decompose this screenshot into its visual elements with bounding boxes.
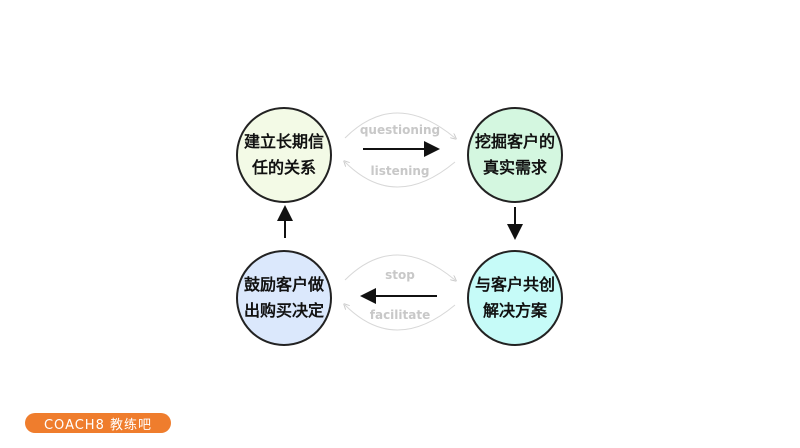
- node-text: 与客户共创: [474, 275, 555, 294]
- node-text: 解决方案: [482, 301, 547, 320]
- label-stop: stop: [385, 268, 415, 282]
- node-text: 真实需求: [482, 158, 547, 177]
- coach8-logo: COACH8 教练吧: [25, 413, 171, 433]
- arc-bottom-upper: [344, 254, 455, 280]
- node-text: 任的关系: [251, 158, 316, 177]
- node-text: 挖掘客户的: [474, 132, 555, 151]
- node-co-create-solution: 与客户共创 解决方案: [467, 250, 563, 346]
- node-text: 鼓励客户做: [243, 275, 324, 294]
- label-questioning: questioning: [359, 123, 441, 137]
- arc-bottom-lower: [345, 305, 456, 331]
- node-discover-needs: 挖掘客户的 真实需求: [467, 107, 563, 203]
- arc-top-upper: [344, 112, 455, 138]
- node-encourage-decision: 鼓励客户做 出购买决定: [236, 250, 332, 346]
- node-build-trust: 建立长期信 任的关系: [236, 107, 332, 203]
- label-facilitate: facilitate: [369, 308, 431, 322]
- label-listening: listening: [370, 164, 430, 178]
- node-text: 出购买决定: [243, 301, 324, 320]
- node-text: 建立长期信: [243, 132, 324, 151]
- arc-top-lower: [345, 162, 456, 188]
